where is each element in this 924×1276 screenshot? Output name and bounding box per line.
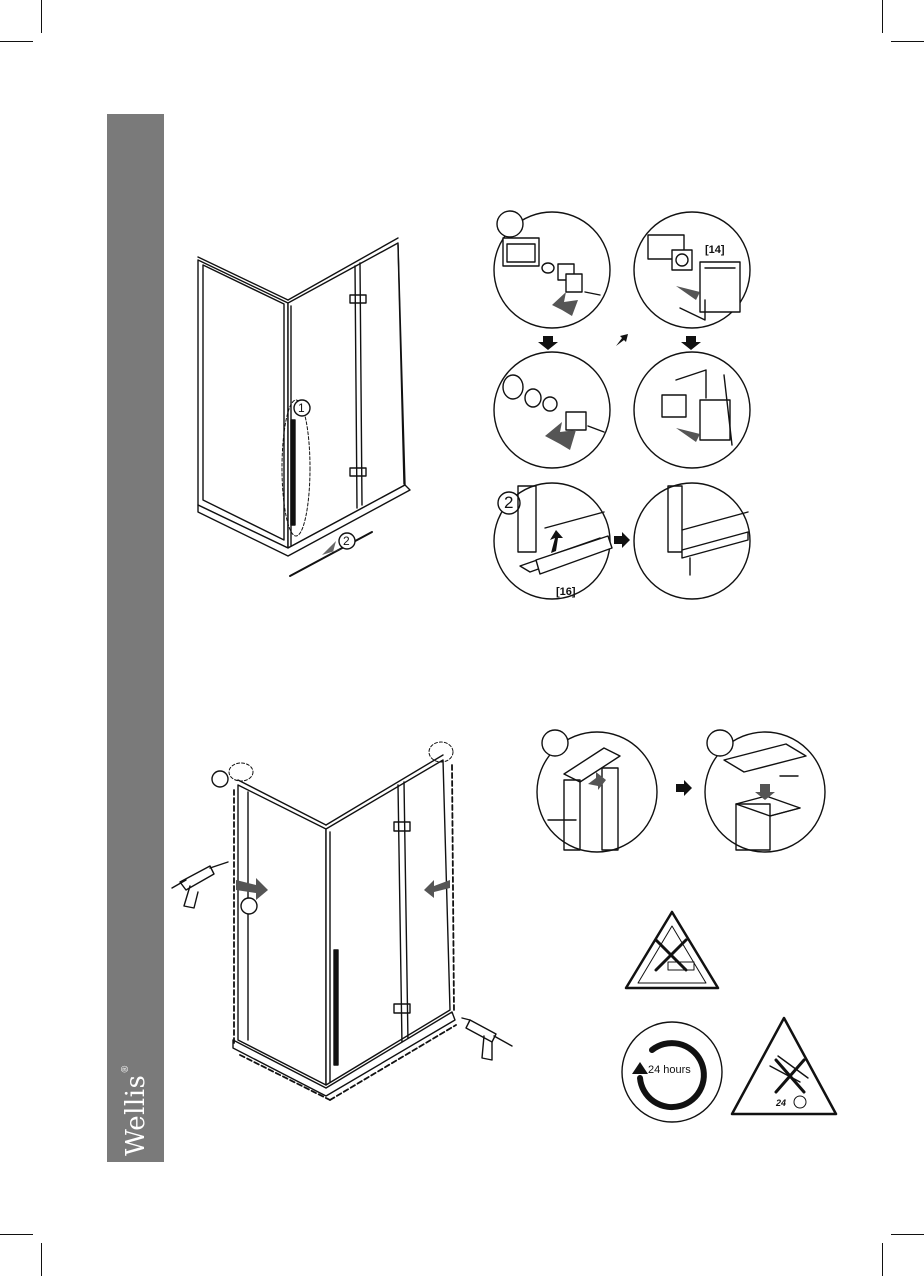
callout-step2-top: 2: [343, 534, 350, 548]
callout-step1-top: 1: [298, 401, 305, 415]
arrows-row-1: [538, 334, 701, 350]
shower-enclosure-bottom: [212, 742, 456, 1100]
arrow-right-icon: [676, 780, 692, 796]
glue-gun-icon: [172, 862, 228, 908]
detail-circle-cap-b: [705, 730, 825, 852]
detail-circle-step1-b: [634, 212, 750, 328]
callout-step2-detail: 2: [504, 493, 513, 513]
part-14-label: [14]: [705, 244, 725, 256]
part-16-label: [16]: [556, 586, 576, 598]
detail-circle-step1-d: [634, 352, 750, 468]
arrow-right-icon: [614, 532, 630, 548]
detail-circle-step2-b: [634, 483, 750, 599]
glue-gun-icon: [462, 1018, 512, 1060]
curing-duration-label: 24 hours: [648, 1064, 691, 1076]
detail-circle-step1-a: [494, 211, 610, 328]
detail-circle-step1-c: [494, 352, 610, 468]
curing-warning-label: 24: [776, 1098, 786, 1108]
no-cleaning-warning-icon: [626, 912, 718, 988]
detail-circle-cap-a: [537, 730, 657, 852]
